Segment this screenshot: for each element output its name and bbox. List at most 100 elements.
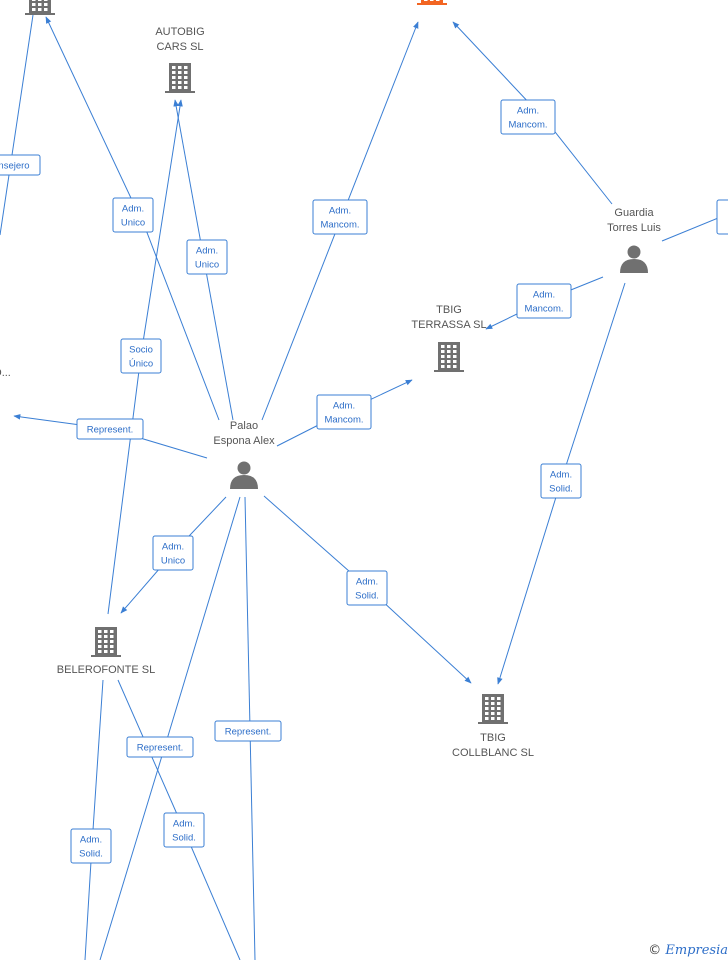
edge-label-box xyxy=(312,199,368,235)
edge-label-text: Adm. xyxy=(196,246,218,257)
node-label: TBIG xyxy=(480,732,506,744)
building-icon xyxy=(417,0,447,5)
building-icon xyxy=(434,342,464,372)
edge-line xyxy=(99,496,241,960)
edge-label-text: Adm. xyxy=(173,819,195,830)
edge-label-text: Represent. xyxy=(225,727,271,738)
edge-label-box xyxy=(500,99,556,135)
edge-label-text: Adm. xyxy=(122,204,144,215)
node-label: CARS SL xyxy=(156,41,203,53)
node-label: TERRASSA SL xyxy=(411,319,486,331)
edge-label-text: Adm. xyxy=(517,106,539,117)
building-icon xyxy=(91,627,121,657)
edge-label-text: Único xyxy=(129,359,153,370)
edge-label-box xyxy=(0,154,41,176)
edge-label-text: Adm. xyxy=(550,470,572,481)
edge-label-box xyxy=(316,394,372,430)
building-icon xyxy=(25,0,55,15)
node-label: TBIG xyxy=(436,304,462,316)
edge-label-text: Mancom. xyxy=(508,120,547,131)
edge-line xyxy=(0,14,34,236)
edge-label-box xyxy=(112,197,154,233)
edge-label-text: Mancom. xyxy=(524,304,563,315)
edge-label-text: Solid. xyxy=(172,833,196,844)
edge-label[interactable]: Represent. xyxy=(76,418,144,440)
node-left_cut[interactable]: O... xyxy=(0,367,11,379)
building-icon xyxy=(478,694,508,724)
node-top_center[interactable] xyxy=(417,0,447,5)
edge-label-text: Unico xyxy=(121,218,145,229)
node-label: O... xyxy=(0,367,11,379)
edge-label[interactable]: AS xyxy=(716,199,728,235)
edge-label-text: Solid. xyxy=(355,591,379,602)
node-label: BELEROFONTE SL xyxy=(57,664,155,676)
edge-label-text: Adm. xyxy=(333,401,355,412)
edge-labels-layer: nsejeroAdm.UnicoAdm.UnicoAdm.Mancom.Adm.… xyxy=(0,99,728,864)
edge-line xyxy=(84,679,104,960)
person-icon xyxy=(230,461,258,489)
edge-label-box xyxy=(540,463,582,499)
edge-label-box xyxy=(120,338,162,374)
edge-label-text: Solid. xyxy=(549,484,573,495)
edge-label[interactable]: Adm. Mancom. xyxy=(500,99,556,135)
node-label: Espona Alex xyxy=(213,435,275,447)
edge-label-box xyxy=(346,570,388,606)
node-tbig_terrassa[interactable]: TBIG TERRASSA SL xyxy=(411,304,487,372)
edge-label-text: Unico xyxy=(195,260,219,271)
node-top_left[interactable] xyxy=(25,0,55,15)
edge-label-box xyxy=(716,199,728,235)
node-label: AUTOBIG xyxy=(155,26,204,38)
edge-label[interactable]: Adm. Mancom. xyxy=(516,283,572,319)
copyright-symbol: © xyxy=(648,943,662,958)
edge-label-text: Unico xyxy=(161,556,185,567)
edge-label[interactable]: Adm. Solid. xyxy=(70,828,112,864)
person-icon xyxy=(620,245,648,273)
node-label: COLLBLANC SL xyxy=(452,747,534,759)
brand-name: Empresia xyxy=(665,943,728,958)
edge-label-text: Adm. xyxy=(80,835,102,846)
nodes-layer: AUTOBIG CARS SL TBIG TERRASSA SL PalaoEspona… xyxy=(0,0,661,759)
edge-label[interactable]: Adm. Solid. xyxy=(540,463,582,499)
edge-label-text: Adm. xyxy=(533,290,555,301)
edge-label[interactable]: Represent. xyxy=(126,736,194,758)
edge-label-text: Mancom. xyxy=(320,220,359,231)
edge-label[interactable]: Adm. Solid. xyxy=(346,570,388,606)
edge-label-text: Represent. xyxy=(137,743,183,754)
building-icon xyxy=(165,63,195,93)
edge-label[interactable]: Adm. Unico xyxy=(112,197,154,233)
edge-label[interactable]: Adm. Unico xyxy=(152,535,194,571)
edge-label[interactable]: Adm.Mancom. xyxy=(316,394,372,430)
node-belerofonte[interactable]: BELEROFONTE SL xyxy=(57,627,155,676)
edge-label[interactable]: Adm. Unico xyxy=(186,239,228,275)
edge-label-text: Adm. xyxy=(356,577,378,588)
node-label: Torres Luis xyxy=(607,222,661,234)
node-label: Palao xyxy=(230,420,258,432)
edge-label-text: Solid. xyxy=(79,849,103,860)
node-tbig_collblanc[interactable]: TBIG COLLBLANC SL xyxy=(452,694,534,759)
edge-label-box xyxy=(152,535,194,571)
edge-label-box xyxy=(126,736,194,758)
edge-label-text: Socio xyxy=(129,345,153,356)
edge-label-box xyxy=(214,720,282,742)
edge-label-box xyxy=(76,418,144,440)
edge-label-box xyxy=(70,828,112,864)
watermark: © Empresia xyxy=(648,943,728,958)
edge-label[interactable]: nsejero xyxy=(0,154,41,176)
edge-label-box xyxy=(516,283,572,319)
edge-label[interactable]: Adm. Mancom. xyxy=(312,199,368,235)
edges-layer xyxy=(0,14,728,960)
edge-label-box xyxy=(163,812,205,848)
edge-label-text: Adm. xyxy=(162,542,184,553)
edge-label-text: nsejero xyxy=(0,161,30,172)
edge-label[interactable]: Represent. xyxy=(214,720,282,742)
node-autobig[interactable]: AUTOBIG CARS SL xyxy=(155,26,205,93)
edge-label-box xyxy=(186,239,228,275)
edge-label[interactable]: Adm. Solid. xyxy=(163,812,205,848)
node-label: Guardia xyxy=(614,207,654,219)
edge-label-text: Represent. xyxy=(87,425,133,436)
edge-label-text: Adm. xyxy=(329,206,351,217)
